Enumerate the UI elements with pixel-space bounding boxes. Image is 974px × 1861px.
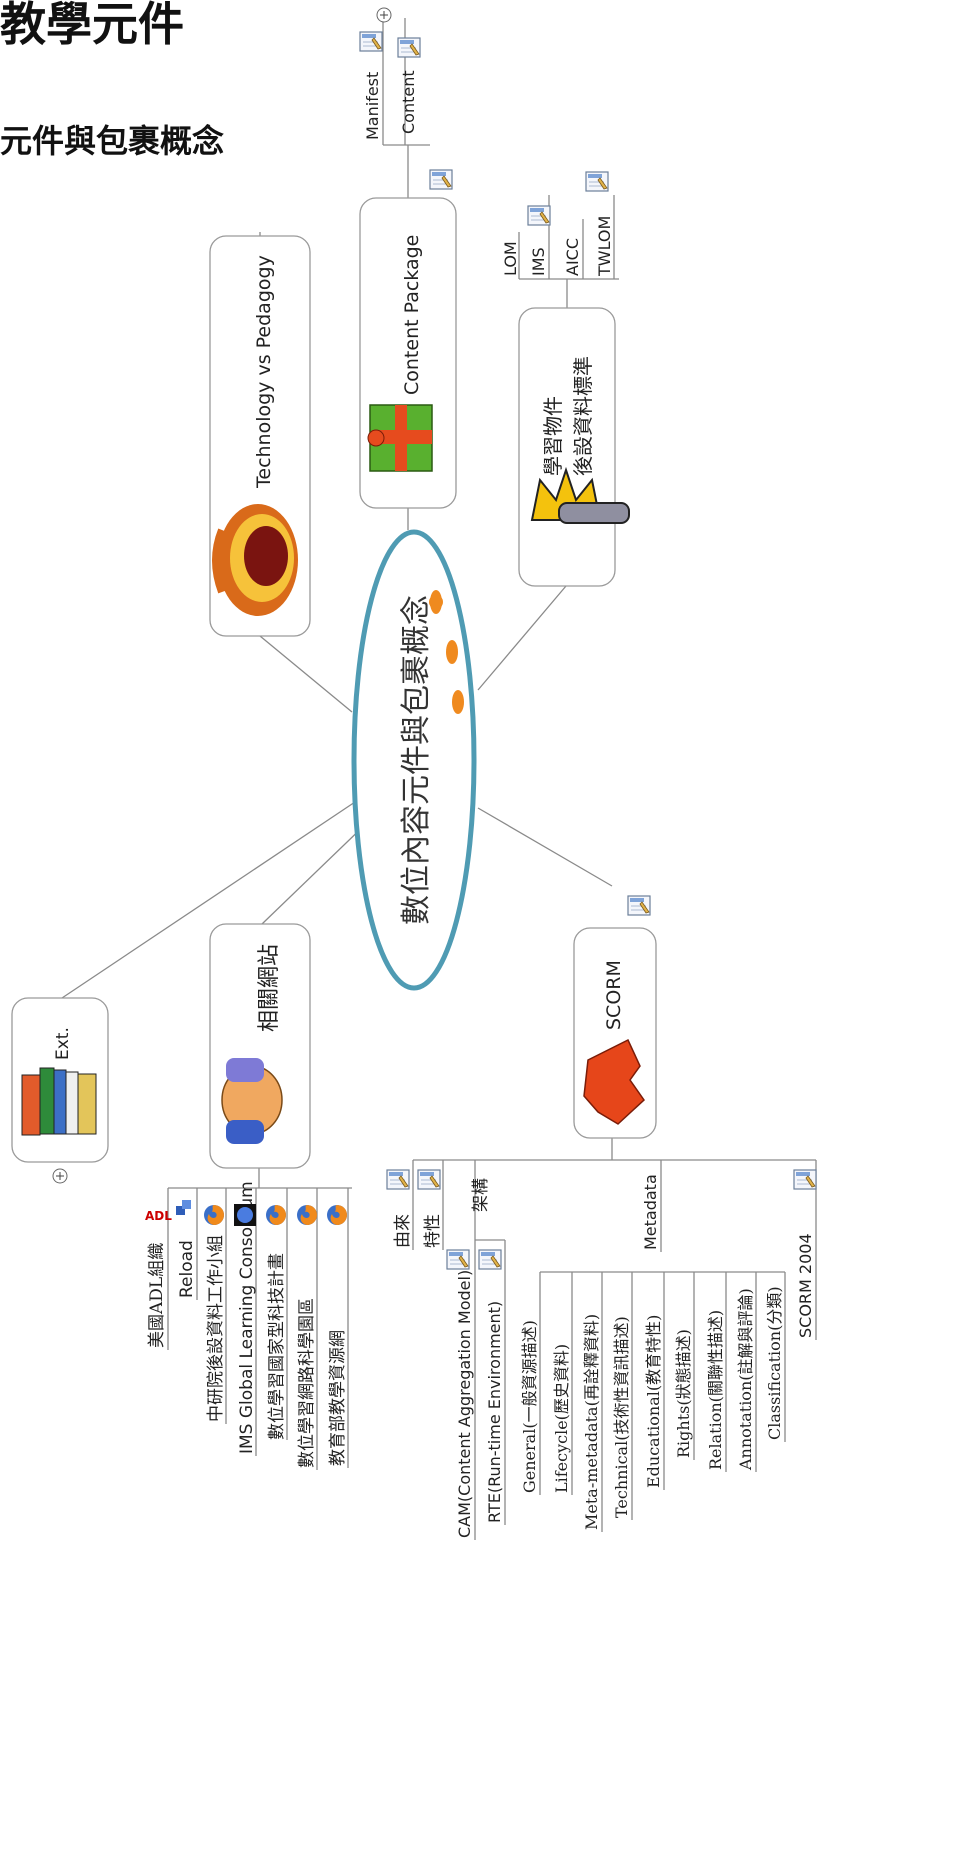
expand-plus-icon[interactable] [52,1168,68,1184]
puzzle-icon [583,1038,645,1125]
metadata-item[interactable]: Meta-metadata(再詮釋資料) [582,1314,601,1530]
topic-label: Technology vs Pedagogy [253,255,275,489]
orange-bullet-icon [446,640,458,664]
center-topic-label: 數位內容元件與包裹概念 [399,595,434,925]
scorm-features[interactable]: 特性 [423,1214,443,1248]
scorm-architecture[interactable]: 架構 [471,1178,491,1212]
note-icon[interactable] [446,1249,470,1270]
svg-text:Manifest: Manifest [363,72,382,140]
crown-icon [530,466,630,524]
metadata-item[interactable]: Annotation(註解與評論) [736,1288,755,1471]
svg-text:學習物件: 學習物件 [541,396,565,476]
orange-bullet-icon [452,690,464,714]
firefox-icon [204,1205,224,1225]
page-subtitle: 元件與包裹概念 [0,122,224,160]
globe-icon [234,1204,256,1226]
firefox-icon [327,1205,347,1225]
metadata-item[interactable]: General(一般資源描述) [520,1320,539,1493]
scorm-cam[interactable]: CAM(Content Aggregation Model) [455,1270,474,1538]
reload-icon [176,1200,191,1215]
metadata-item[interactable]: Educational(教育特性) [644,1315,663,1488]
metadata-standard-aicc[interactable]: AICC [563,238,582,276]
topic-related-sites[interactable]: 相關網站 [209,923,311,1169]
metadata-standard-twlom[interactable]: TWLOM [595,216,614,277]
teacup-icon [212,504,298,616]
firefox-icon [297,1205,317,1225]
topic-scorm[interactable]: SCORM [573,895,657,1139]
scorm-rte[interactable]: RTE(Run-time Environment) [485,1301,504,1523]
note-icon[interactable] [359,31,383,52]
handshake-icon [221,1058,283,1144]
note-icon[interactable] [793,1169,817,1190]
svg-text:相關網站: 相關網站 [257,944,282,1032]
gift-icon [367,404,433,472]
metadata-standard-lom[interactable]: LOM [501,241,520,276]
topic-learning-object-metadata[interactable]: 學習物件 後設資料標準 [518,307,630,587]
topic-ext[interactable]: Ext. [11,997,109,1163]
expand-plus-icon[interactable] [376,7,392,23]
metadata-item[interactable]: Technical(技術性資訊描述) [612,1316,631,1518]
related-site-link[interactable]: 美國ADL組織 [147,1243,167,1348]
related-site-link[interactable]: 中研院後設資料工作小組 [206,1235,226,1422]
topic-label: Content Package [401,235,423,395]
metadata-standard-ims[interactable]: IMS [529,247,548,276]
svg-text:ADL: ADL [145,1209,172,1223]
scorm-2004[interactable]: SCORM 2004 [796,1233,815,1338]
note-icon[interactable] [429,169,453,190]
note-icon[interactable] [397,37,421,58]
topic-content-package[interactable]: Content Package [359,169,457,509]
metadata-item[interactable]: Rights(狀態描述) [674,1329,693,1458]
metadata-item[interactable]: Relation(關聯性描述) [706,1310,725,1470]
firefox-icon [266,1205,286,1225]
orange-bullet-icon [430,590,442,614]
subtopic-manifest[interactable]: Manifest [359,31,383,140]
connector-lines [61,18,817,1540]
scorm-origin[interactable]: 由來 [393,1214,413,1248]
adl-logo-icon: ADL [145,1209,172,1223]
svg-text:SCORM: SCORM [603,960,625,1030]
note-icon[interactable] [478,1249,502,1270]
topic-technology-vs-pedagogy[interactable]: Technology vs Pedagogy [209,235,311,637]
related-site-link[interactable]: 數位學習國家型科技計畫 [267,1253,287,1440]
related-site-link[interactable]: Reload [177,1240,197,1298]
subtopic-content[interactable]: Content [397,37,421,134]
note-icon[interactable] [527,205,551,226]
related-site-link[interactable]: IMS Global Learning Consortium [237,1181,257,1454]
metadata-item[interactable]: Lifecycle(歷史資料) [552,1344,571,1493]
related-site-link[interactable]: 數位學習網路科學園區 [297,1298,317,1468]
svg-text:Ext.: Ext. [53,1027,73,1060]
note-icon[interactable] [417,1169,441,1190]
svg-text:Content: Content [399,70,418,134]
note-icon[interactable] [386,1169,410,1190]
books-icon [21,1067,97,1136]
related-site-link[interactable]: 教育部教學資源網 [328,1330,348,1466]
metadata-item[interactable]: Classification(分類) [765,1286,784,1440]
scorm-metadata[interactable]: Metadata [641,1174,660,1250]
note-icon[interactable] [585,171,609,192]
svg-text:後設資料標準: 後設資料標準 [571,356,595,476]
page-title: 教學元件 [0,0,184,51]
note-icon[interactable] [627,895,651,916]
center-topic[interactable]: 數位內容元件與包裹概念 [351,529,477,991]
